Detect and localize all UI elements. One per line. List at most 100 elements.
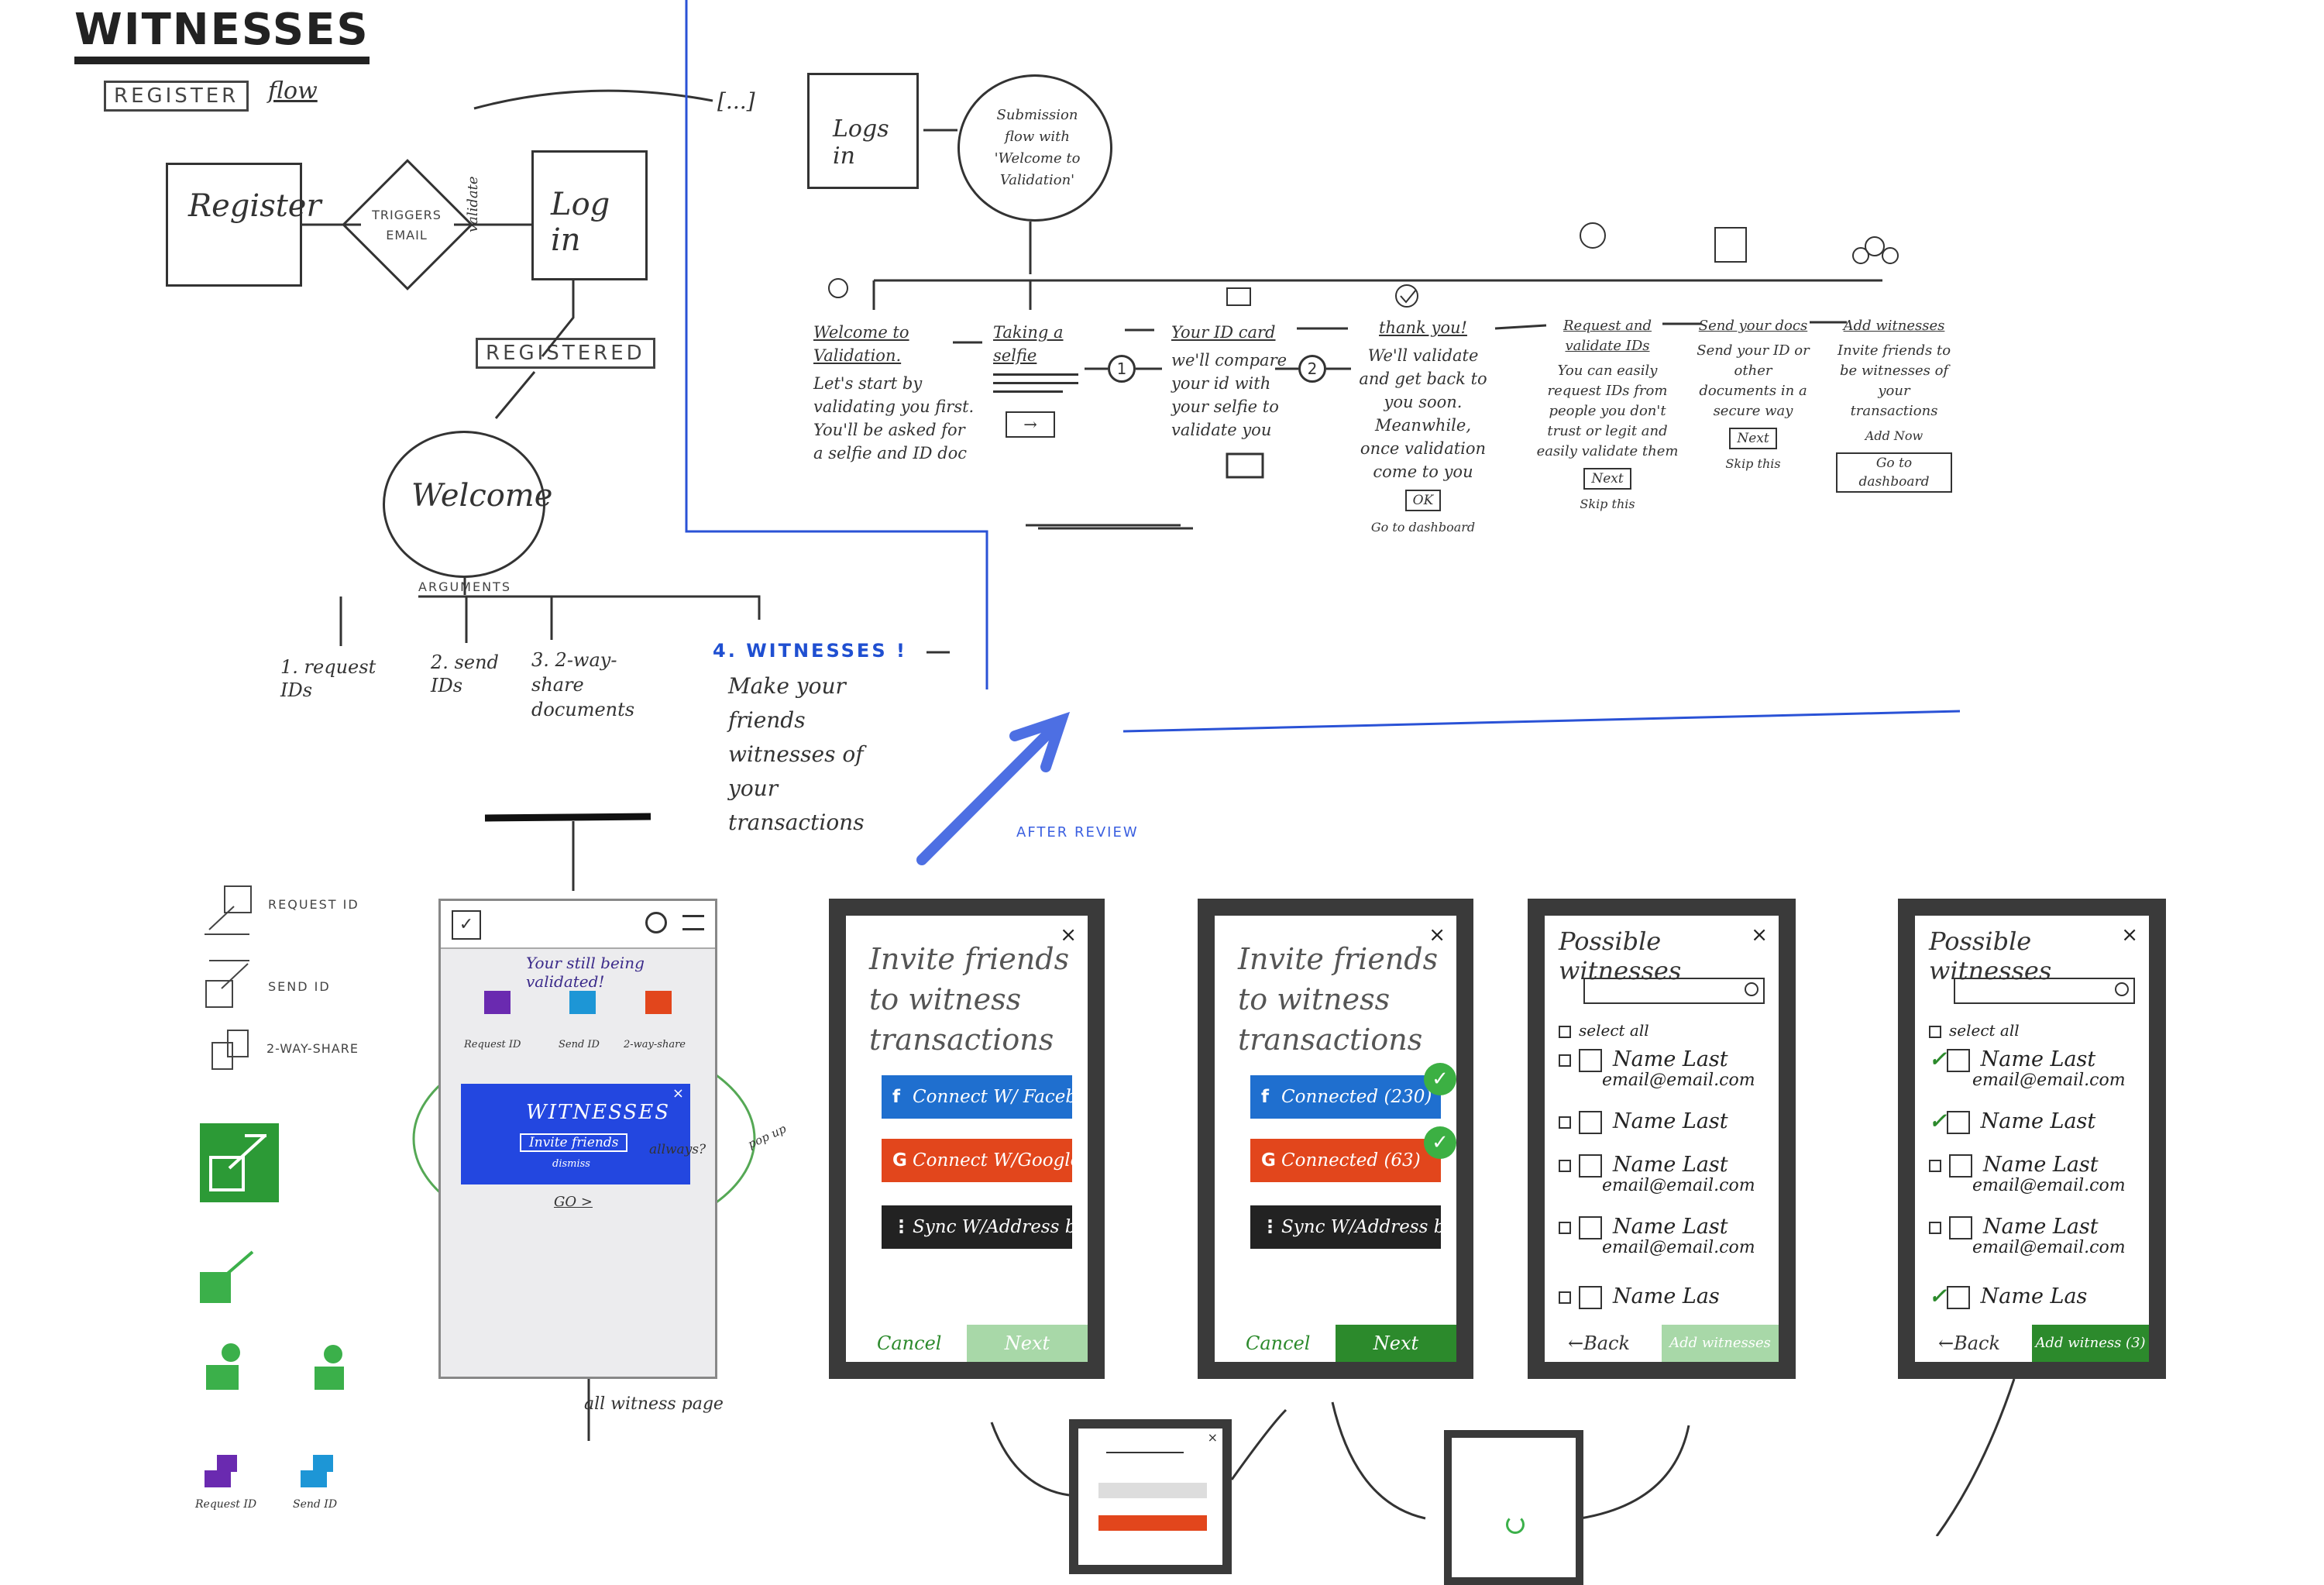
tile-request[interactable] bbox=[484, 991, 511, 1014]
witnesses-1-title: Possible witnesses bbox=[1559, 927, 1682, 985]
arg-4-text: Make your friends witnesses of your tran… bbox=[728, 673, 865, 835]
register-label: Register bbox=[188, 188, 321, 224]
register-box: Register bbox=[166, 163, 321, 287]
arg-3: 3. 2-way-share documents bbox=[531, 648, 663, 722]
sync-address-label: Sync W/Address book bbox=[913, 1217, 1072, 1237]
step-send: Send your docs Send your ID or other doc… bbox=[1695, 316, 1811, 474]
witness-name: Name Last bbox=[1983, 1215, 2099, 1239]
tile-share[interactable] bbox=[645, 991, 672, 1014]
witness-row[interactable]: ✓Name Last bbox=[1929, 1109, 2095, 1134]
search-icon[interactable] bbox=[645, 912, 667, 933]
witness-email: email@email.com bbox=[1972, 1070, 2126, 1090]
select-all-row[interactable]: select all bbox=[1929, 1021, 2020, 1040]
submission-login-label: Logs in bbox=[833, 115, 889, 170]
back-label: Back bbox=[1954, 1332, 2001, 1354]
avatar bbox=[1579, 1215, 1602, 1239]
sync-address-button[interactable]: ⋮Sync W/Address book bbox=[1250, 1205, 1441, 1249]
request-person-green-icon bbox=[206, 1343, 240, 1390]
arg-1-num: 1. bbox=[280, 656, 298, 678]
banner-go-link[interactable]: GO > bbox=[554, 1194, 593, 1210]
invite-1-title: Invite friends to witness transactions bbox=[869, 942, 1070, 1057]
search-input[interactable] bbox=[1583, 978, 1765, 1004]
request-id-label: REQUEST ID bbox=[268, 897, 359, 912]
tile-send[interactable] bbox=[569, 991, 596, 1014]
back-button[interactable]: ←Back bbox=[1568, 1332, 1631, 1354]
banner-close-icon[interactable]: × bbox=[672, 1085, 684, 1102]
select-all-label: select all bbox=[1579, 1021, 1649, 1040]
loading-icon bbox=[1506, 1515, 1525, 1534]
witnesses-banner[interactable]: × WITNESSES Invite friends dismiss bbox=[461, 1084, 690, 1184]
ellipsis-label: [...] bbox=[717, 88, 755, 114]
sync-address-button[interactable]: ⋮Sync W/Address book bbox=[882, 1205, 1072, 1249]
witness-name: Name Last bbox=[1613, 1109, 1728, 1133]
step-send-next-button[interactable]: Next bbox=[1729, 428, 1777, 449]
step-send-skip-link[interactable]: Skip this bbox=[1725, 456, 1781, 471]
back-button[interactable]: ←Back bbox=[1938, 1332, 2001, 1354]
close-icon[interactable]: × bbox=[1428, 923, 1446, 947]
witness-row[interactable]: ✓ Name Las bbox=[1929, 1284, 2087, 1309]
search-icon bbox=[1745, 982, 1758, 996]
step-send-body: Send your ID or other documents in a sec… bbox=[1697, 342, 1810, 419]
step-thanks-dashboard-link[interactable]: Go to dashboard bbox=[1370, 520, 1476, 535]
send-id-label: SEND ID bbox=[268, 979, 331, 994]
witness-name: Name Las bbox=[1980, 1284, 2088, 1308]
tile-request-label: Request ID bbox=[464, 1039, 521, 1050]
banner-dismiss[interactable]: dismiss bbox=[552, 1158, 590, 1170]
send-id-green-outline-icon bbox=[200, 1250, 254, 1303]
step-idcard-body: we'll compare your id with your selfie t… bbox=[1171, 351, 1287, 439]
next-button[interactable]: Next bbox=[1336, 1325, 1456, 1362]
menu-icon[interactable] bbox=[682, 915, 704, 930]
add-witnesses-button[interactable]: Add witnesses bbox=[1662, 1325, 1779, 1362]
google-icon: G bbox=[892, 1150, 907, 1171]
close-icon[interactable]: × bbox=[1060, 923, 1077, 947]
login-label: Log in bbox=[551, 187, 610, 258]
row-checked-icon[interactable]: ✓ bbox=[1929, 1109, 1947, 1133]
allways-note: allways? bbox=[649, 1142, 706, 1157]
login-box: Log in bbox=[531, 150, 648, 280]
avatar bbox=[1949, 1215, 1972, 1239]
row-checked-icon[interactable]: ✓ bbox=[1929, 1047, 1947, 1071]
step-request-next-button[interactable]: Next bbox=[1583, 468, 1631, 490]
step-witnesses-add-now[interactable]: Add Now bbox=[1865, 428, 1923, 443]
group-icon bbox=[1865, 236, 1885, 256]
submission-circle-label: Submission flow with 'Welcome to Validat… bbox=[994, 107, 1081, 188]
close-icon[interactable]: × bbox=[1207, 1430, 1218, 1445]
welcome-circle: Welcome bbox=[383, 431, 552, 578]
invite-screen-1: Invite friends to witness transactions ×… bbox=[829, 899, 1105, 1379]
step-thanks-ok-button[interactable]: OK bbox=[1404, 490, 1442, 511]
page-title: WITNESSES bbox=[74, 5, 370, 64]
search-input[interactable] bbox=[1954, 978, 2135, 1004]
mini-orange-bar bbox=[1098, 1515, 1207, 1531]
dashboard-topbar: ✓ bbox=[441, 901, 715, 949]
arg-3-num: 3. bbox=[531, 649, 549, 671]
arg-4: 4. WITNESSES ! Make your friends witness… bbox=[713, 640, 914, 840]
next-button[interactable]: Next bbox=[967, 1325, 1088, 1362]
banner-invite-button[interactable]: Invite friends bbox=[520, 1133, 628, 1152]
witness-row[interactable]: Name Last bbox=[1559, 1109, 1728, 1134]
small-request-label: Request ID bbox=[195, 1498, 257, 1511]
witness-name: Name Last bbox=[1980, 1047, 2096, 1071]
witness-row[interactable]: Name Las bbox=[1559, 1284, 1720, 1309]
cancel-button[interactable]: Cancel bbox=[1246, 1332, 1311, 1354]
select-all-row[interactable]: select all bbox=[1559, 1021, 1649, 1040]
row-checked-icon[interactable]: ✓ bbox=[1929, 1284, 1947, 1308]
cancel-button[interactable]: Cancel bbox=[877, 1332, 942, 1354]
connected-facebook-label: Connected (230) bbox=[1281, 1087, 1432, 1107]
add-witnesses-button[interactable]: Add witness (3) bbox=[2032, 1325, 2149, 1362]
close-icon[interactable]: × bbox=[1751, 923, 1768, 947]
close-icon[interactable]: × bbox=[2121, 923, 2138, 947]
marker-2: 2 bbox=[1298, 355, 1326, 383]
address-book-icon: ⋮ bbox=[892, 1217, 910, 1237]
step-request-skip-link[interactable]: Skip this bbox=[1580, 497, 1635, 511]
step-witnesses-dashboard-button[interactable]: Go to dashboard bbox=[1836, 452, 1952, 493]
